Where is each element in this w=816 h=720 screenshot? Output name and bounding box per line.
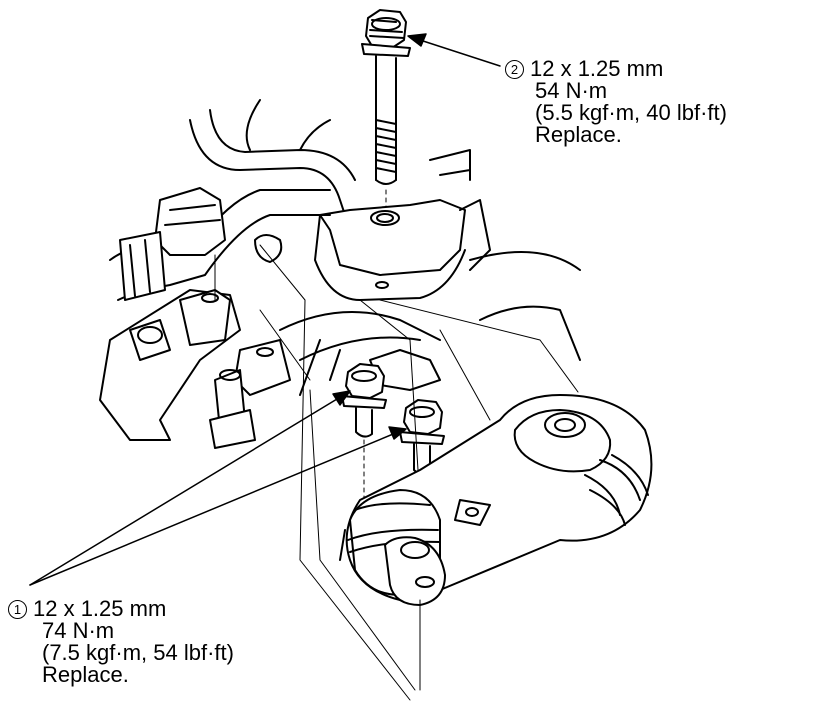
callout-2-torque: 54 N·m (535, 78, 608, 103)
callout-bolt-1: 1 12 x 1.25 mm 74 N·m (7.5 kgf·m, 54 lbf·… (8, 598, 234, 686)
callout-1-size: 12 x 1.25 mm (33, 596, 167, 621)
callout-number-2: 2 (505, 60, 524, 79)
subframe (99, 251, 581, 449)
bolt-1b (399, 399, 445, 521)
callout-1-torque: 74 N·m (42, 618, 115, 643)
callout-2-torque-alt: (5.5 kgf·m, 40 lbf·ft) (535, 100, 727, 125)
assembly-guide-lines (214, 244, 579, 701)
callout-2-note: Replace. (535, 122, 622, 147)
callout-1-torque-alt: (7.5 kgf·m, 54 lbf·ft) (42, 640, 234, 665)
upper-bracket (189, 99, 491, 301)
leader-bolt-2 (407, 33, 501, 67)
callout-bolt-2: 2 12 x 1.25 mm 54 N·m (5.5 kgf·m, 40 lbf·… (505, 58, 727, 146)
leader-bolt-1 (29, 390, 407, 586)
hose-assembly (109, 187, 331, 301)
torque-rod-mount (339, 394, 653, 606)
callout-1-note: Replace. (42, 662, 129, 687)
callout-number-1: 1 (8, 600, 27, 619)
callout-2-size: 12 x 1.25 mm (530, 56, 664, 81)
bolt-2 (361, 9, 411, 216)
